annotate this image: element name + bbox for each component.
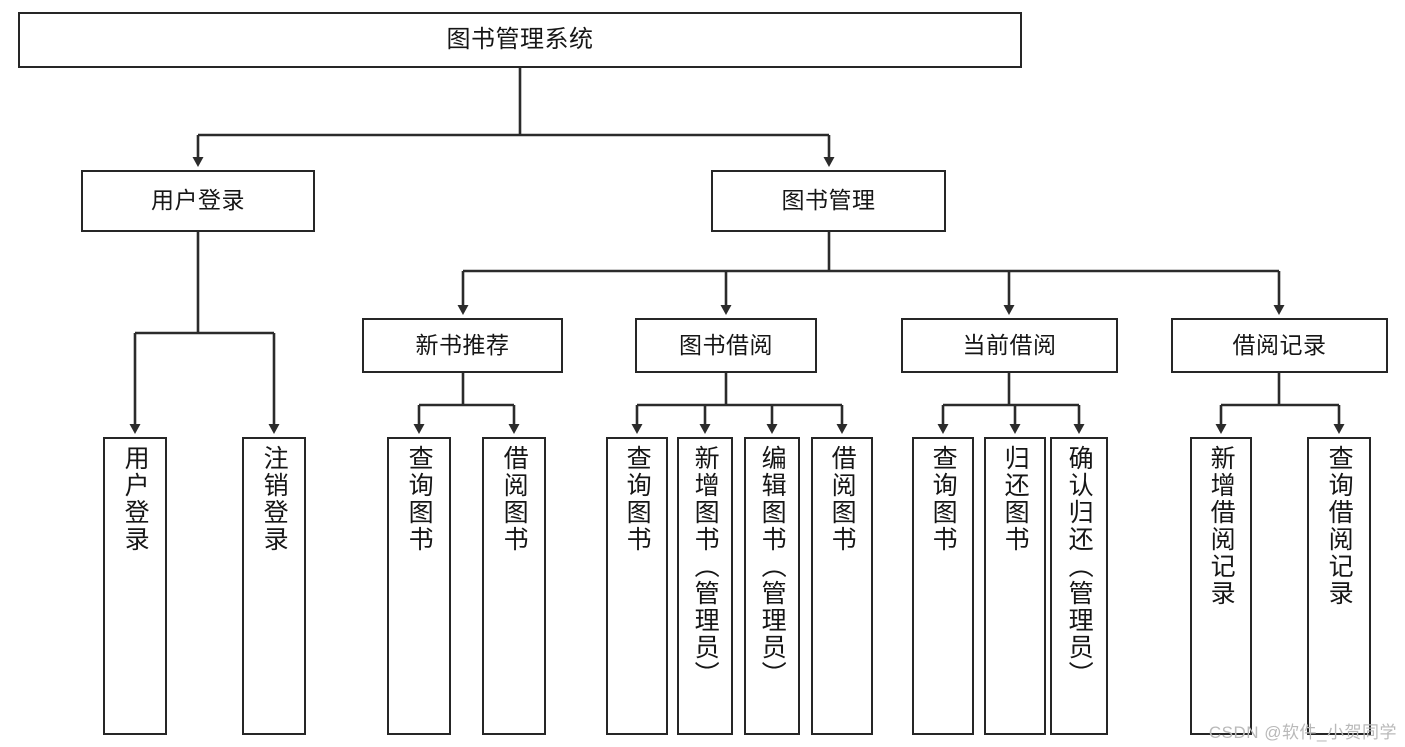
node-book-borrow[interactable]: 图书借阅 — [635, 318, 817, 373]
node-leaf-query-record-label: 查询借阅记录 — [1325, 445, 1354, 607]
node-new-book-rec-label: 新书推荐 — [415, 331, 510, 358]
node-borrow-record[interactable]: 借阅记录 — [1171, 318, 1388, 373]
node-leaf-query-book-3-label: 查询图书 — [929, 445, 958, 553]
node-root-label: 图书管理系统 — [446, 25, 594, 53]
node-leaf-query-book-2-label: 查询图书 — [623, 445, 652, 553]
node-new-book-rec[interactable]: 新书推荐 — [362, 318, 563, 373]
node-leaf-borrow-book-1-label: 借阅图书 — [500, 445, 529, 553]
node-book-borrow-label: 图书借阅 — [679, 331, 773, 358]
node-leaf-return-book[interactable]: 归还图书 — [984, 437, 1046, 735]
node-leaf-query-book-2[interactable]: 查询图书 — [606, 437, 668, 735]
node-leaf-edit-book-admin[interactable]: 编辑图书（管理员） — [744, 437, 800, 735]
node-leaf-logout[interactable]: 注销登录 — [242, 437, 306, 735]
node-user-login[interactable]: 用户登录 — [81, 170, 315, 232]
node-leaf-borrow-book-1[interactable]: 借阅图书 — [482, 437, 546, 735]
node-current-borrow-label: 当前借阅 — [962, 331, 1057, 358]
node-current-borrow[interactable]: 当前借阅 — [901, 318, 1118, 373]
node-book-manage[interactable]: 图书管理 — [711, 170, 946, 232]
node-leaf-confirm-return-admin[interactable]: 确认归还（管理员） — [1050, 437, 1108, 735]
node-leaf-logout-label: 注销登录 — [260, 445, 289, 553]
node-leaf-confirm-return-admin-label: 确认归还（管理员） — [1065, 445, 1094, 688]
watermark-text: CSDN @软件_小贺同学 — [1208, 723, 1397, 742]
node-leaf-add-record-label: 新增借阅记录 — [1207, 445, 1236, 607]
node-leaf-query-book-1[interactable]: 查询图书 — [387, 437, 451, 735]
node-leaf-add-book-admin-label: 新增图书（管理员） — [691, 445, 720, 688]
node-leaf-user-login-label: 用户登录 — [121, 445, 150, 553]
node-root[interactable]: 图书管理系统 — [18, 12, 1022, 68]
node-leaf-query-book-1-label: 查询图书 — [405, 445, 434, 553]
node-leaf-borrow-book-2-label: 借阅图书 — [828, 445, 857, 553]
node-leaf-edit-book-admin-label: 编辑图书（管理员） — [758, 445, 787, 688]
node-borrow-record-label: 借阅记录 — [1232, 331, 1327, 358]
node-leaf-query-book-3[interactable]: 查询图书 — [912, 437, 974, 735]
node-leaf-query-record[interactable]: 查询借阅记录 — [1307, 437, 1371, 735]
node-leaf-add-record[interactable]: 新增借阅记录 — [1190, 437, 1252, 735]
node-user-login-label: 用户登录 — [151, 187, 245, 214]
node-leaf-borrow-book-2[interactable]: 借阅图书 — [811, 437, 873, 735]
node-leaf-user-login[interactable]: 用户登录 — [103, 437, 167, 735]
node-leaf-add-book-admin[interactable]: 新增图书（管理员） — [677, 437, 733, 735]
node-book-manage-label: 图书管理 — [781, 187, 876, 214]
node-leaf-return-book-label: 归还图书 — [1001, 445, 1030, 553]
